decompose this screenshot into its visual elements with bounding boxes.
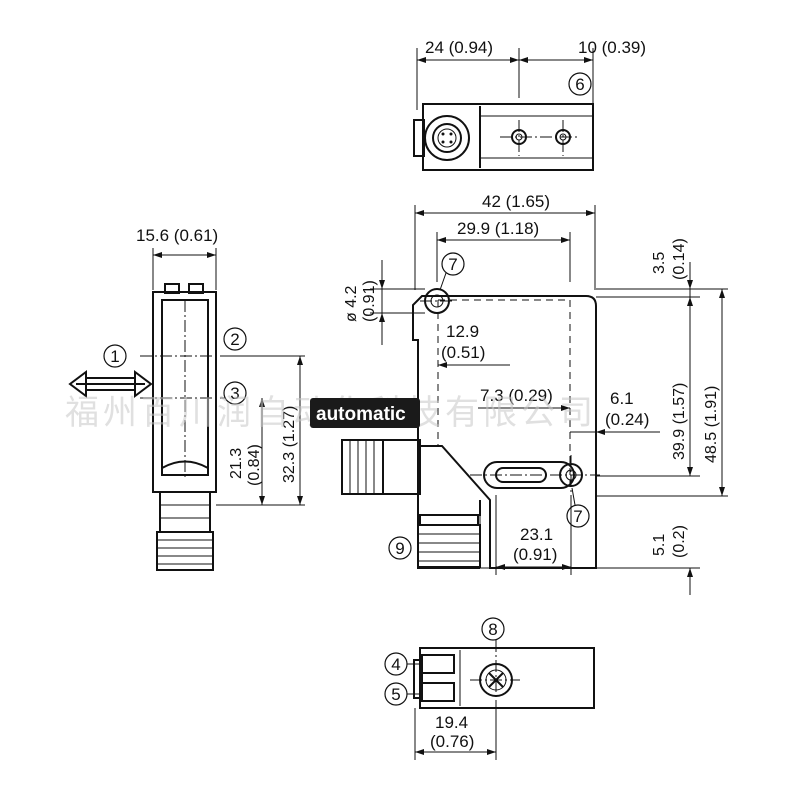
dim-5-1-in: (0.2) [671, 525, 688, 558]
dim-side-21-3-in: (0.84) [246, 444, 263, 486]
callout-8-label: 8 [488, 620, 497, 639]
callout-6-label: 6 [575, 75, 584, 94]
dim-5-1: 5.1 [651, 534, 668, 556]
callout-4-label: 4 [391, 655, 400, 674]
dim-6-1: 6.1 [610, 389, 634, 408]
front-view: 42 (1.65) 29.9 (1.18) [341, 192, 728, 595]
watermark-logo: automatic [316, 404, 406, 425]
callout-9 [388, 536, 412, 560]
dim-3-5: 3.5 [651, 252, 668, 274]
callout-9-label: 9 [395, 539, 404, 558]
dim-side-21-3: 21.3 [228, 448, 245, 479]
dim-top-10: 10 (0.39) [578, 38, 646, 57]
dim-front-42: 42 (1.65) [482, 192, 550, 211]
callout-2-label: 2 [230, 330, 239, 349]
dim-23-1-in: (0.91) [513, 545, 557, 564]
callout-1 [103, 344, 127, 368]
dim-23-1: 23.1 [520, 525, 553, 544]
callout-7-top [441, 252, 465, 276]
callout-7-top-label: 7 [448, 255, 457, 274]
dim-48-5: 48.5 (1.91) [703, 386, 720, 463]
dim-6-1-in: (0.24) [605, 410, 649, 429]
dim-hole-diameter: ø 4.2 [343, 285, 360, 322]
dim-12-9: 12.9 [446, 322, 479, 341]
dim-7-3: 7.3 (0.29) [480, 386, 553, 405]
callout-6 [568, 72, 592, 96]
dim-front-29-9: 29.9 (1.18) [457, 219, 539, 238]
watermark: 福州百川润自动化科技有限公司 automatic [65, 393, 593, 433]
callout-3 [223, 381, 247, 405]
callout-7-bottom-label: 7 [573, 507, 582, 526]
dim-side-32-3: 32.3 (1.27) [281, 406, 298, 483]
dim-19-4: 19.4 [435, 713, 468, 732]
top-view: 24 (0.94) 10 (0.39) 6 [413, 38, 646, 171]
dim-side-15-6: 15.6 (0.61) [136, 226, 218, 245]
dim-19-4-in: (0.76) [430, 732, 474, 751]
dim-3-5-in: (0.14) [671, 238, 688, 280]
side-view: 15.6 (0.61) 1 2 3 [68, 226, 305, 571]
callout-2 [223, 327, 247, 351]
callout-1-label: 1 [110, 347, 119, 366]
callout-3-label: 3 [230, 384, 239, 403]
callout-5-label: 5 [391, 685, 400, 704]
dim-top-24: 24 (0.94) [425, 38, 493, 57]
dim-12-9-in: (0.51) [441, 343, 485, 362]
bottom-view: 8 4 5 19.4 (0.76) [384, 617, 595, 760]
dim-39-9: 39.9 (1.57) [671, 383, 688, 460]
callout-8 [481, 617, 505, 641]
dim-hole-diameter-in: (0.91) [361, 280, 378, 322]
watermark-logo-bg [310, 398, 420, 428]
callout-7-bottom [566, 504, 590, 528]
